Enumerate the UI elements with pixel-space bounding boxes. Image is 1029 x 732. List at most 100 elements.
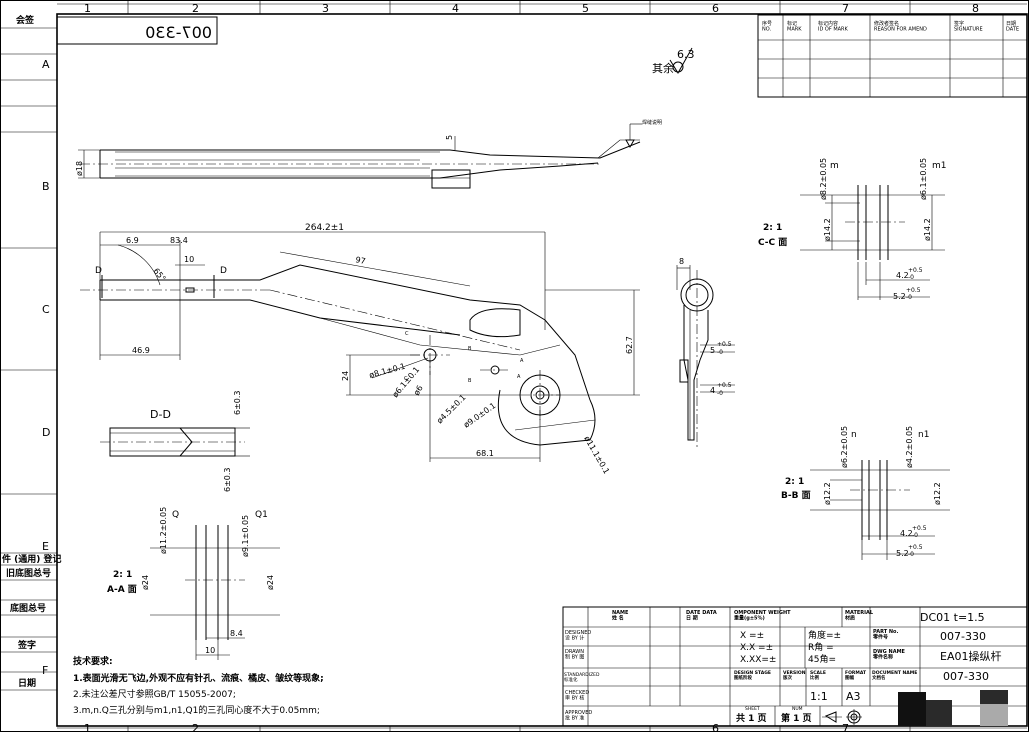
cut-c-bottom: C	[404, 376, 408, 382]
bb-label: B-B 面	[781, 490, 811, 501]
tb-angle: 角度=±	[808, 629, 841, 641]
cc-label: C-C 面	[758, 237, 787, 248]
main-dim-x469: 46.9	[132, 346, 150, 355]
cc-dim-w2-tol: +0.5	[906, 287, 921, 294]
tb-format: A3	[846, 690, 861, 703]
row-letter-f: F	[42, 664, 48, 677]
aa-dim-d1: ø11.2±0.05	[159, 507, 168, 554]
tb-dwg-name: EA01操纵杆	[940, 649, 1001, 663]
side-dim-w8: 8	[679, 257, 684, 266]
mirrored-stamp: 007-330	[56, 16, 218, 45]
side-dim-t4: 4	[710, 386, 715, 395]
cut-a-bottom: A	[517, 374, 521, 380]
mirrored-stamp-text: 007-330	[145, 23, 212, 42]
main-dim-len: 264.2±1	[305, 223, 344, 233]
col-number-3: 3	[322, 2, 329, 15]
cc-dim-w1-tol: +0.5	[908, 267, 923, 274]
base-drawing-no-label: 底图总号	[10, 602, 46, 614]
bb-dim-w2-tol2: -0	[908, 551, 914, 558]
main-dim-a: 6.9	[126, 236, 139, 245]
tb-tol-xx: X.X =±	[740, 643, 773, 653]
main-view: 264.2±1 6.9 83.4 65° 10 D D 97	[80, 223, 640, 475]
tb-sheet-no: 第 1 页	[781, 712, 812, 724]
section-bb: 2: 1 B-B 面 ø12.2 ø12.2 ø6.2±0.05 n ø4.2±…	[781, 426, 950, 560]
side-dim-t4-tol2: -0	[717, 390, 723, 397]
sign-top-label: 会签	[16, 14, 35, 26]
cc-dim-w2: 5.2	[893, 292, 906, 301]
dd-dim-2: 6±0.3	[223, 467, 232, 492]
col-number-4: 4	[452, 2, 459, 15]
side-dim-t4-tol: +0.5	[717, 382, 732, 389]
main-dim-ang: 65°	[151, 267, 167, 284]
notes-item-1: 1.表面光滑无飞边,外观不应有针孔、流痕、橘皮、皱纹等现象;	[73, 672, 324, 684]
top-view: 5 ø18 焊缝说明	[75, 119, 662, 189]
tb-doc-name: 007-330	[943, 670, 989, 683]
cut-b-top: B	[468, 346, 472, 352]
main-dim-r81: ø8.1±0.1	[368, 362, 406, 380]
bb-dim-d3: ø12.2	[823, 482, 832, 505]
col-number-bottom-7: 7	[842, 722, 849, 732]
row-letter-b: B	[42, 180, 50, 193]
aa-dim-w2: 10	[205, 646, 215, 655]
logo-blocks	[898, 690, 1008, 726]
col-number-8: 8	[972, 2, 979, 15]
bb-dim-d2: ø4.2±0.05	[905, 426, 914, 468]
main-dim-b: 83.4	[170, 236, 188, 245]
col-number-5: 5	[582, 2, 589, 15]
main-dim-r111: ø11.1±0.1	[582, 435, 611, 476]
tb-sheets-lbl: SHEET	[745, 706, 760, 712]
cc-dim-w2-tol2: -0	[906, 294, 912, 301]
cc-dim-d2: ø6.1±0.05	[919, 158, 928, 200]
tb-tol-x: X =±	[740, 631, 764, 641]
main-dim-x681: 68.1	[476, 449, 494, 458]
col-number-bottom-1: 1	[84, 722, 91, 732]
tb-deg45: 45角=	[808, 653, 836, 665]
cut-b-bottom: B	[468, 378, 472, 384]
cc-dim-d4: ø14.2	[923, 218, 932, 241]
tb-part-no-hdr: PART No.零件号	[873, 629, 898, 641]
col-number-bottom-2: 2	[192, 722, 199, 732]
section-cc: 2: 1 C-C 面 ø14.2 ø14.2 ø8.2±0.05 m ø6.1±…	[758, 158, 947, 301]
top-dim-5: 5	[445, 135, 454, 140]
signature-label: 签字	[17, 639, 36, 651]
top-dim-d18: ø18	[75, 161, 84, 176]
row-letter-d: D	[42, 426, 50, 439]
tb-part-no: 007-330	[940, 630, 986, 643]
weld-note: 焊缝说明	[642, 119, 662, 126]
aa-label: A-A 面	[107, 584, 137, 595]
main-dim-r45: ø4.5±0.1	[435, 393, 468, 426]
section-aa: 2: 1 A-A 面 ø24 ø24 ø11.2±0.05 Q ø9.1±0.0…	[107, 507, 280, 660]
cut-c-top: C	[405, 331, 409, 337]
technical-notes: 技术要求: 1.表面光滑无飞边,外观不应有针孔、流痕、橘皮、皱纹等现象; 2.未…	[73, 655, 324, 716]
surface-finish-symbol: 其余 6.3	[652, 47, 695, 75]
side-dim-t5-tol: +0.5	[717, 341, 732, 348]
bb-n: n	[851, 430, 857, 440]
aa-dim-d4: ø24	[266, 575, 275, 590]
bb-dim-d4: ø12.2	[933, 482, 942, 505]
tb-scale: 1:1	[810, 690, 828, 703]
aa-scale: 2: 1	[113, 570, 132, 580]
section-dd: D-D 6±0.3 6±0.3	[100, 390, 250, 492]
main-dim-arm: 97	[355, 255, 367, 266]
cc-m1: m1	[932, 161, 947, 171]
col-number-7: 7	[842, 2, 849, 15]
side-dim-t5-tol2: -0	[717, 349, 723, 356]
notes-item-2: 2.未注公差尺寸参照GB/T 15055-2007;	[73, 688, 236, 700]
notes-item-3: 3.m,n.Q三孔分别与m1,n1,Q1的三孔同心度不大于0.05mm;	[73, 704, 320, 716]
col-number-2: 2	[192, 2, 199, 15]
side-dim-t5: 5	[710, 346, 715, 355]
old-drawing-no-label: 旧底图总号	[6, 567, 51, 579]
